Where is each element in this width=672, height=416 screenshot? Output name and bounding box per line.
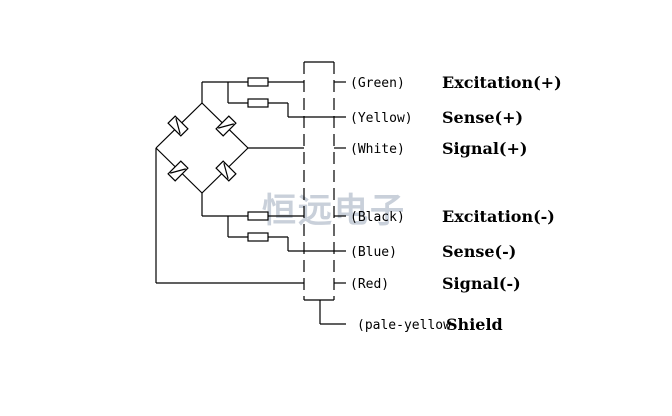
positive-excitation-circuit (201, 77, 304, 117)
signal-minus-wire (155, 148, 304, 284)
strain-gauge-3 (167, 160, 189, 182)
wire-color-labels: (Green) (Yellow) (White) (Black) (Blue) … (350, 76, 451, 333)
cable-sheath (303, 61, 335, 301)
compensation-resistor-4 (247, 232, 269, 242)
wire-color-white: (White) (350, 142, 405, 157)
signal-excitation-plus: Excitation(+) (442, 73, 562, 92)
wheatstone-bridge (155, 102, 249, 194)
signal-signal-plus: Signal(+) (442, 139, 527, 158)
compensation-resistor-2 (247, 98, 269, 108)
wire-color-blue: (Blue) (350, 245, 397, 260)
wire-color-yellow: (Yellow) (350, 111, 413, 126)
wire-color-black: (Black) (350, 210, 405, 225)
output-wires (288, 81, 346, 325)
signal-excitation-minus: Excitation(-) (442, 207, 555, 226)
negative-excitation-circuit (201, 193, 304, 251)
strain-gauge-1 (167, 115, 189, 137)
compensation-resistor-1 (247, 77, 269, 87)
wire-color-pale-yellow: (pale-yellow (357, 318, 451, 333)
compensation-resistor-3 (247, 211, 269, 221)
strain-gauge-4 (215, 160, 237, 182)
signal-signal-minus: Signal(-) (442, 274, 521, 293)
signal-sense-plus: Sense(+) (442, 108, 523, 127)
signal-sense-minus: Sense(-) (442, 242, 516, 261)
wire-color-red: (Red) (350, 277, 389, 292)
wire-color-green: (Green) (350, 76, 405, 91)
signal-shield: Shield (446, 315, 503, 334)
signal-labels: Excitation(+) Sense(+) Signal(+) Excitat… (442, 73, 562, 334)
strain-gauge-2 (215, 115, 237, 137)
watermark-text: 恒远电子 (262, 191, 406, 231)
